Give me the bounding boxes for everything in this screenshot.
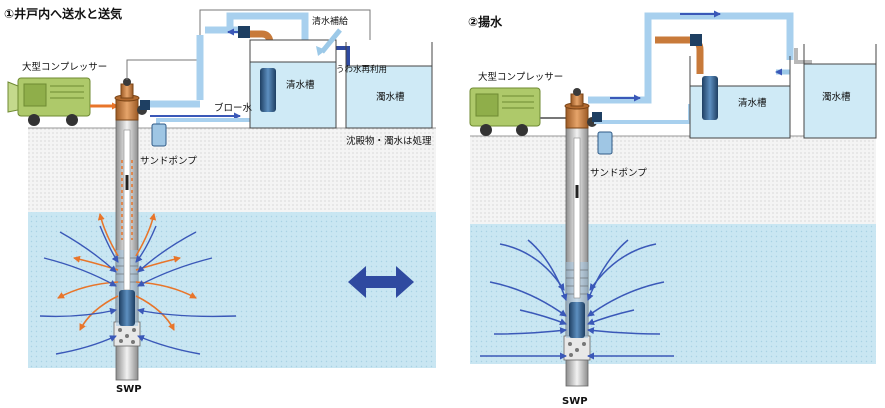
groundwater-layer	[28, 212, 436, 368]
sand-pump	[151, 123, 167, 147]
wellhead	[114, 78, 147, 121]
submersible-pump-2	[569, 302, 585, 338]
turbid-water-tank-label-2: 濁水槽	[822, 91, 851, 103]
panel-1-title: ①井戸内へ送水と送気	[4, 6, 122, 21]
inflow-arrows-2	[480, 239, 674, 360]
switch-arrow	[348, 266, 414, 298]
compressor	[7, 77, 119, 126]
soil-layer	[28, 128, 436, 214]
soil-layer-2	[470, 136, 876, 224]
panel-1	[7, 9, 436, 381]
wellhead-2	[564, 88, 597, 129]
blow-water-label: ブロー水	[214, 102, 253, 114]
well-pump-label: SWP	[116, 384, 142, 395]
compressor-2	[469, 87, 566, 136]
refill-arrow	[320, 28, 342, 54]
sand-pump-label-2: サンドポンプ	[590, 168, 647, 179]
sand-pump-2	[597, 131, 613, 155]
panel-2	[469, 10, 877, 387]
well-pump-label-2: SWP	[562, 396, 588, 407]
compressor-label: 大型コンプレッサー	[22, 61, 107, 73]
submersible-pump	[119, 290, 135, 326]
clear-water-tank-label: 清水槽	[286, 79, 315, 91]
groundwater-layer-2	[470, 224, 876, 364]
turbid-water-tank-2	[803, 44, 877, 139]
panel-2-title: ②揚水	[468, 14, 503, 29]
sand-pump-label: サンドポンプ	[140, 156, 197, 167]
turbid-water-tank	[345, 42, 433, 129]
supernatant-reuse-label: うわ水再利用	[336, 64, 387, 75]
clear-water-tank-label-2: 清水槽	[738, 97, 767, 109]
well-casing-2	[563, 125, 591, 387]
clear-water-tank-2	[689, 56, 791, 139]
clear-water-tank	[249, 39, 337, 129]
well-casing	[113, 117, 141, 381]
clear-water-refill-label: 清水補給	[312, 15, 348, 27]
inflow-arrows	[39, 225, 237, 355]
compressor-label-2: 大型コンプレッサー	[478, 71, 563, 83]
sediment-label: 沈殿物・濁水は処理	[346, 135, 432, 147]
turbid-water-tank-label: 濁水槽	[376, 91, 405, 103]
